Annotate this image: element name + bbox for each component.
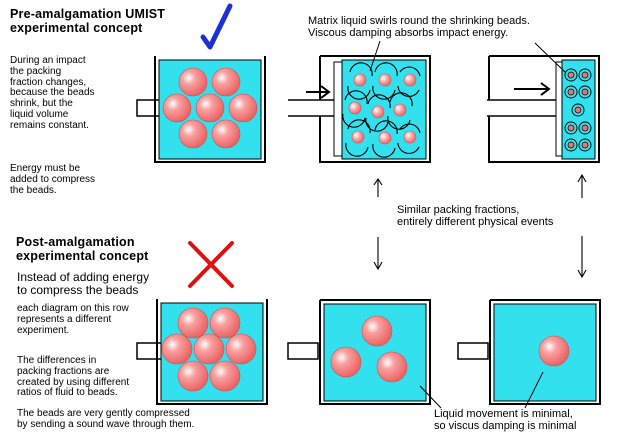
swirl-lines <box>342 62 421 158</box>
pre-amalgamation-title: Pre-amalgamation UMIST experimental conc… <box>10 7 166 35</box>
energy-note: Energy must be added to compress the bea… <box>10 163 96 196</box>
vertical-arrow-up-left <box>373 178 383 271</box>
beads-bottom-1 <box>161 307 257 392</box>
pre-description: During an impact the packing fraction ch… <box>10 55 95 131</box>
bottom-caption: Liquid movement is minimal, so viscus da… <box>434 408 577 432</box>
post-description-4: The beads are very gently compressed by … <box>17 408 195 430</box>
post-amalgamation-title: Post-amalgamation experimental concept <box>16 235 149 263</box>
cross-mark-icon <box>188 241 234 288</box>
container-bottom-2 <box>287 299 431 405</box>
vertical-arrow-right <box>577 173 587 279</box>
container-top-3 <box>487 55 600 163</box>
caption-pointer-lines <box>369 40 567 74</box>
post-description-1: Instead of adding energy to compress the… <box>17 270 150 297</box>
container-top-2 <box>288 55 431 163</box>
shrinking-beads <box>348 73 417 145</box>
beads-bottom-3 <box>538 335 570 367</box>
top-caption: Matrix liquid swirls round the shrinking… <box>308 15 530 39</box>
beads-bottom-2 <box>330 315 408 383</box>
post-description-2: each diagram on this row represents a di… <box>17 303 129 336</box>
container-bottom-1 <box>136 299 268 405</box>
middle-caption: Similar packing fractions, entirely diff… <box>397 204 554 228</box>
check-mark-icon <box>200 3 233 50</box>
container-top-1 <box>136 56 266 163</box>
post-description-3: The differences in packing fractions are… <box>17 355 130 399</box>
bottom-caption-pointer-lines <box>419 371 544 409</box>
push-arrow-icon <box>306 85 331 99</box>
push-arrow-icon <box>514 82 551 96</box>
beads-top-1 <box>162 67 258 149</box>
container-bottom-3 <box>457 299 601 405</box>
compressed-beads <box>567 71 589 149</box>
